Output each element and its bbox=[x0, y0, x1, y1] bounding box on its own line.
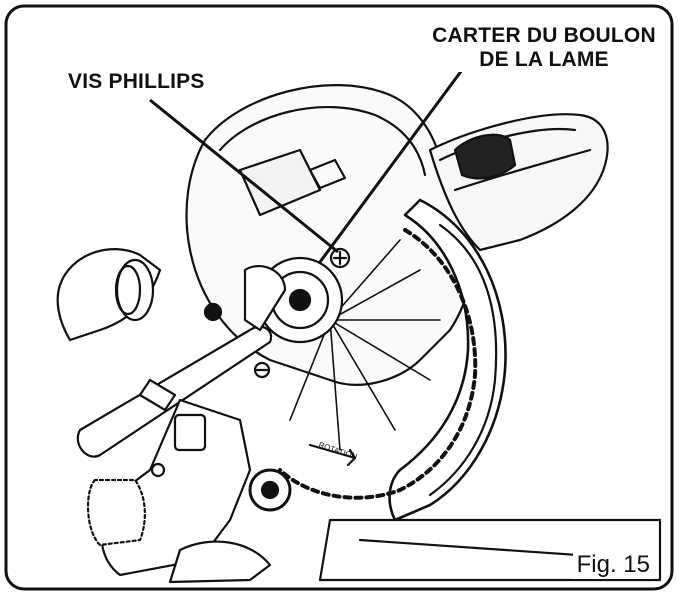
bevel-bracket bbox=[173, 413, 207, 452]
figure-caption: Fig. 15 bbox=[572, 551, 654, 579]
screw-left bbox=[203, 302, 223, 322]
callout-blade-bolt-cover-line1: CARTER DU BOULON bbox=[432, 24, 656, 47]
leader-line-phillips bbox=[149, 98, 339, 254]
leader-line-bolt-cover bbox=[318, 69, 464, 263]
guard-window bbox=[238, 148, 322, 217]
callout-blade-bolt-cover-line2: DE LA LAME bbox=[479, 48, 609, 71]
phillips-screw bbox=[329, 247, 351, 269]
blade-spokes bbox=[289, 239, 441, 451]
saw-blade bbox=[278, 228, 478, 500]
rotation-arrow bbox=[308, 443, 357, 467]
adjustment-knob bbox=[248, 468, 292, 512]
bevel-lock-knob bbox=[86, 478, 146, 547]
callout-phillips-screw: VIS PHILLIPS bbox=[66, 70, 207, 94]
handle-grip bbox=[453, 133, 517, 180]
screw-lower bbox=[253, 361, 271, 379]
callout-blade-bolt-cover: CARTER DU BOULON DE LA LAME bbox=[420, 24, 668, 72]
